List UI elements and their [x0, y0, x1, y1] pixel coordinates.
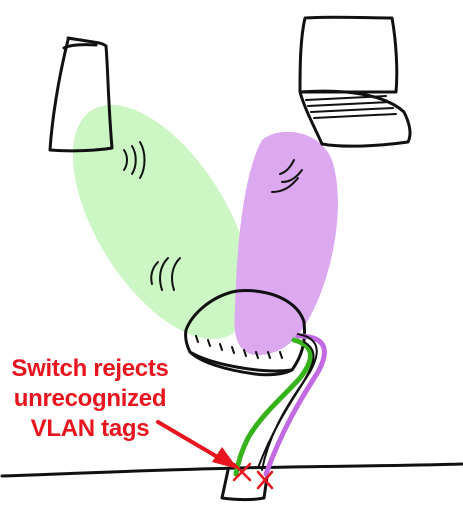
rejection-annotation: Switch rejects unrecognized VLAN tags: [2, 354, 178, 444]
purple-cable: [263, 333, 327, 477]
wifi-waves-right-device: [271, 159, 303, 193]
cable-outline: [257, 333, 318, 471]
green-coverage-zone: [72, 104, 252, 340]
annotation-line-2: unrecognized: [13, 385, 167, 412]
wall-port: [220, 468, 270, 501]
tablet-icon: [48, 36, 114, 153]
x-mark-icon: [232, 462, 274, 490]
purple-coverage-zone: [234, 131, 338, 356]
annotation-line-1: Switch rejects: [11, 355, 169, 382]
floor-line: [0, 462, 463, 478]
arrow-icon: [156, 420, 238, 469]
green-cable: [233, 337, 313, 477]
wifi-waves-left-device: [123, 141, 146, 179]
annotation-line-3: VLAN tags: [30, 415, 150, 442]
laptop-icon: [298, 15, 412, 148]
wifi-waves-access-point: [150, 257, 181, 291]
access-point-icon: [184, 289, 306, 377]
